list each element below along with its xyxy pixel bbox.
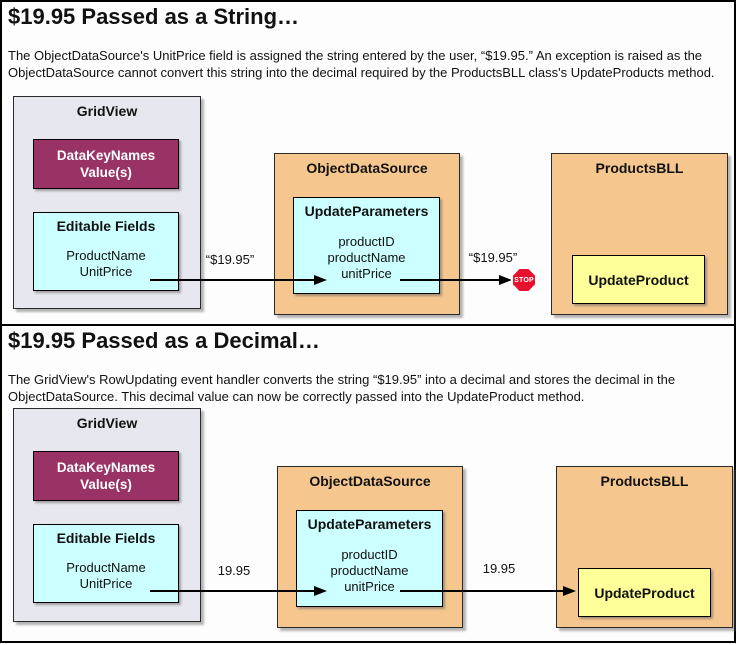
arrow1-label: 19.95: [217, 563, 251, 578]
gridview-title: GridView: [76, 415, 138, 431]
arrow1-line: [150, 590, 315, 592]
param-productid: productID: [341, 547, 398, 562]
arrow2-line: [400, 590, 564, 592]
arrow2-arrowhead-icon: [563, 586, 576, 596]
productsbll-box: ProductsBLL UpdateProduct: [556, 466, 733, 628]
arrow2-label: 19.95: [482, 561, 516, 576]
gridview-box: GridView DataKeyNames Value(s) Editable …: [13, 96, 201, 309]
arrow1-line: [150, 279, 315, 281]
arrow2-arrowhead-icon: [499, 275, 512, 285]
stop-icon: STOP: [511, 267, 537, 293]
datakeynames-line1: DataKeyNames: [56, 148, 156, 163]
arrow2-line: [400, 279, 500, 281]
objectdatasource-box: ObjectDataSource UpdateParameters produc…: [277, 466, 463, 628]
updateproduct-box: UpdateProduct: [578, 568, 711, 617]
updateparameters-title: UpdateParameters: [307, 516, 432, 532]
editable-fields-title: Editable Fields: [56, 218, 156, 234]
panel-title: $19.95 Passed as a Decimal…: [8, 328, 320, 353]
panel-description: The GridView's RowUpdating event handler…: [8, 372, 676, 404]
panel-string: $19.95 Passed as a String… The ObjectDat…: [0, 0, 736, 326]
field-productname: ProductName: [66, 248, 146, 263]
updateparameters-title: UpdateParameters: [304, 203, 429, 219]
param-unitprice: unitPrice: [344, 579, 395, 594]
updateparameters-box: UpdateParameters productID productName u…: [296, 510, 443, 607]
productsbll-box: ProductsBLL UpdateProduct: [551, 153, 728, 315]
panel-decimal: $19.95 Passed as a Decimal… The GridView…: [0, 324, 736, 643]
editable-fields-title: Editable Fields: [56, 530, 156, 546]
arrow2-label: “$19.95”: [468, 250, 518, 265]
productsbll-title: ProductsBLL: [595, 160, 684, 176]
param-productname: productName: [327, 250, 406, 265]
objectdatasource-title: ObjectDataSource: [306, 160, 428, 176]
arrow1-arrowhead-icon: [314, 275, 327, 285]
panel-description: The ObjectDataSource's UnitPrice field i…: [8, 48, 715, 80]
updateproduct-box: UpdateProduct: [572, 255, 705, 304]
datakeynames-box: DataKeyNames Value(s): [33, 139, 179, 189]
datakeynames-line2: Value(s): [80, 165, 132, 180]
gridview-box: GridView DataKeyNames Value(s) Editable …: [13, 408, 201, 622]
field-unitprice: UnitPrice: [79, 576, 133, 591]
datakeynames-line2: Value(s): [80, 477, 132, 492]
stop-label: STOP: [514, 276, 534, 284]
editable-fields-box: Editable Fields ProductName UnitPrice: [33, 524, 179, 603]
datakeynames-line1: DataKeyNames: [56, 460, 156, 475]
panel-title: $19.95 Passed as a String…: [8, 4, 300, 29]
arrow1-arrowhead-icon: [314, 586, 327, 596]
arrow1-label: “$19.95”: [205, 252, 255, 267]
param-unitprice: unitPrice: [341, 266, 392, 281]
field-unitprice: UnitPrice: [79, 264, 133, 279]
param-productid: productID: [338, 234, 395, 249]
productsbll-title: ProductsBLL: [600, 473, 689, 489]
updateproduct-label: UpdateProduct: [588, 271, 689, 288]
gridview-title: GridView: [76, 103, 138, 119]
field-productname: ProductName: [66, 560, 146, 575]
objectdatasource-box: ObjectDataSource UpdateParameters produc…: [274, 153, 460, 315]
datakeynames-box: DataKeyNames Value(s): [33, 451, 179, 501]
param-productname: productName: [330, 563, 409, 578]
updateproduct-label: UpdateProduct: [594, 584, 695, 601]
objectdatasource-title: ObjectDataSource: [309, 473, 431, 489]
editable-fields-box: Editable Fields ProductName UnitPrice: [33, 212, 179, 291]
